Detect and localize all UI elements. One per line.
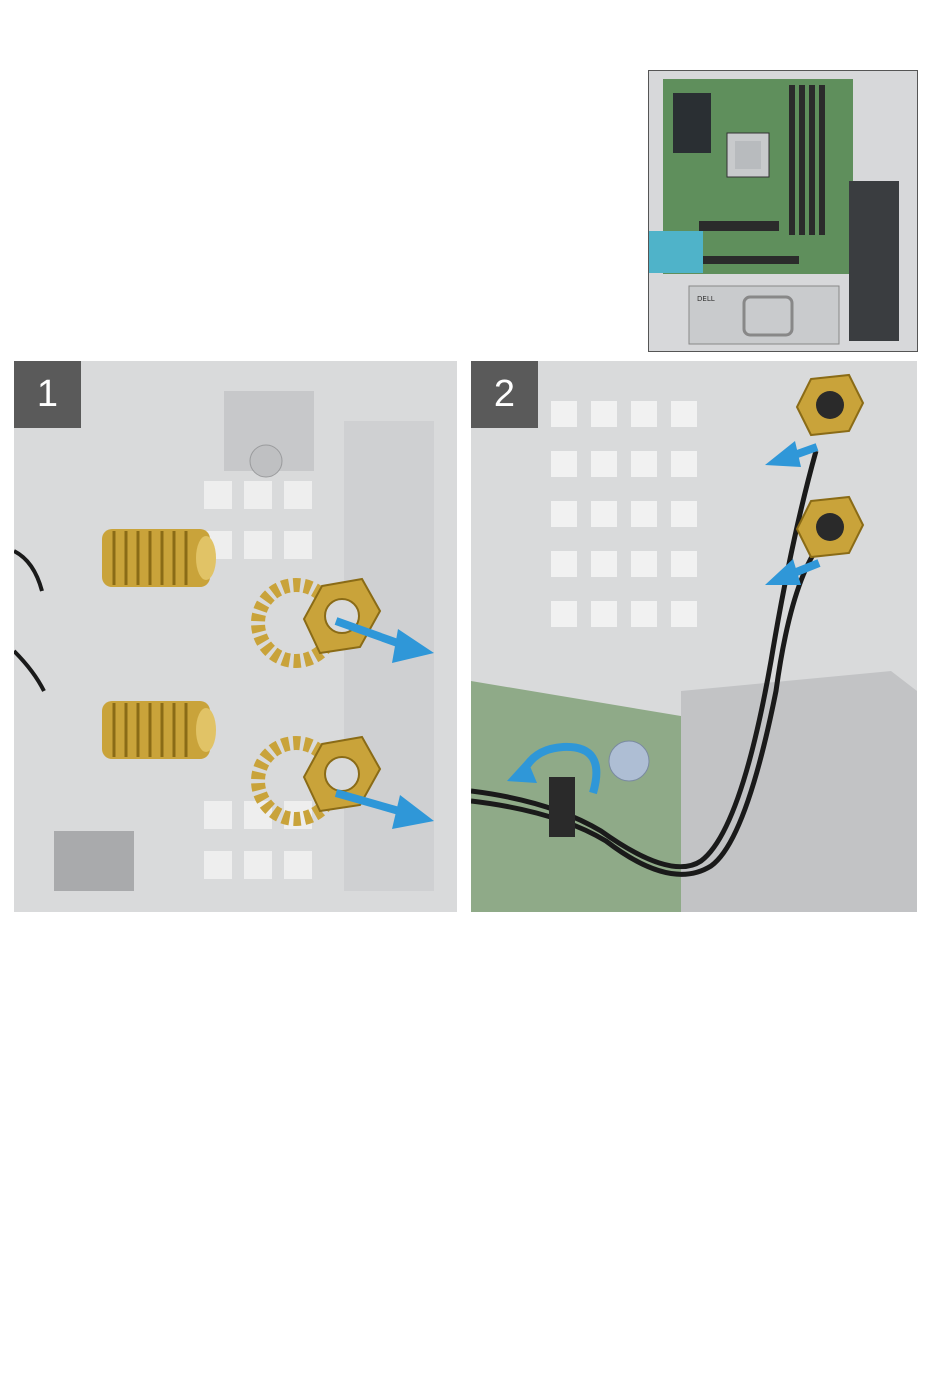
step-2-panel: 2 <box>471 361 917 912</box>
dell-logo-text: DELL <box>697 295 715 303</box>
drive-cage <box>681 671 917 912</box>
step-number-badge: 2 <box>471 361 538 428</box>
memory-slot <box>799 85 805 235</box>
memory-slot <box>809 85 815 235</box>
pcie-slot <box>699 256 799 264</box>
antenna-connector-bottom <box>102 701 216 759</box>
memory-slot <box>789 85 795 235</box>
memory-slot <box>819 85 825 235</box>
mounting-hole <box>250 445 282 477</box>
step-2-illustration <box>471 361 917 912</box>
capacitor <box>609 741 649 781</box>
step-number-badge: 1 <box>14 361 81 428</box>
cpu <box>735 141 761 169</box>
antenna-connector-top <box>102 529 216 587</box>
heatsink <box>673 93 711 153</box>
step-1-illustration <box>14 361 457 912</box>
cable-clip <box>549 777 575 837</box>
pcie-slot <box>699 221 779 231</box>
step-1-panel: 1 <box>14 361 457 912</box>
antenna-bracket <box>649 231 703 273</box>
system-overview-drawing: DELL <box>649 71 917 351</box>
rear-port <box>54 831 134 891</box>
drive-bay <box>849 181 899 341</box>
system-overview-illustration: DELL <box>648 70 918 352</box>
